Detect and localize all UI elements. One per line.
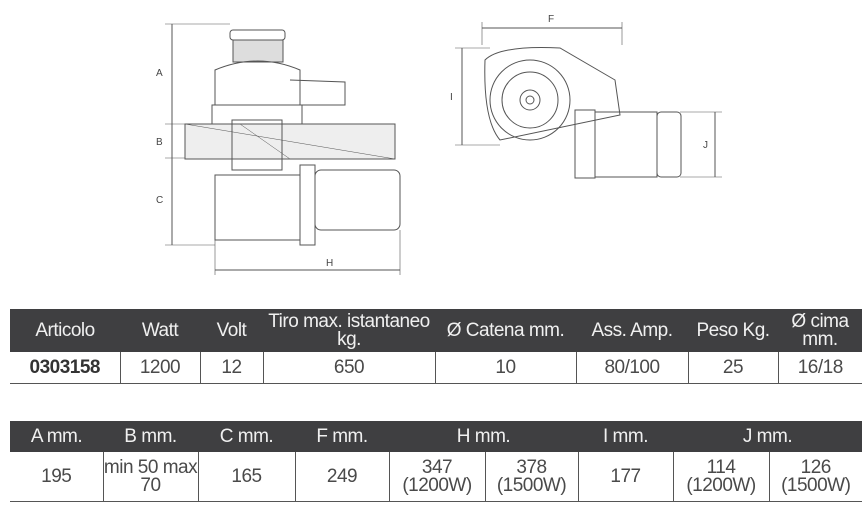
table-row: 195 min 50 max 70 165 249 347 (1200W) 37… <box>10 452 862 502</box>
cell-c: 165 <box>197 452 296 502</box>
dim-label-b: B <box>156 137 163 148</box>
cell-catena: 10 <box>434 352 577 384</box>
col-catena: Ø Catena mm. <box>435 309 576 352</box>
cell-peso: 25 <box>687 352 779 384</box>
cell-h-1500w: 378 (1500W) <box>484 452 579 502</box>
col-articolo: Articolo <box>10 309 120 352</box>
dim-label-a: A <box>156 68 163 79</box>
cell-volt: 12 <box>199 352 264 384</box>
col-watt: Watt <box>120 309 200 352</box>
cell-cima: 16/18 <box>777 352 862 384</box>
col-peso: Peso Kg. <box>688 309 778 352</box>
col-cima: Ø cima mm. <box>778 309 862 352</box>
cell-h-1200w: 347 (1200W) <box>388 452 486 502</box>
dim-label-f: F <box>548 14 554 25</box>
cell-j-1500w: 126 (1500W) <box>768 452 862 502</box>
dim-label-c: C <box>156 195 163 206</box>
specs-table: Articolo Watt Volt Tiro max. istantaneo … <box>10 309 862 384</box>
table-header: Articolo Watt Volt Tiro max. istantaneo … <box>10 309 862 352</box>
col-b: B mm. <box>103 421 198 452</box>
cell-f: 249 <box>294 452 390 502</box>
col-f: F mm. <box>295 421 389 452</box>
col-volt: Volt <box>200 309 263 352</box>
col-i: I mm. <box>578 421 673 452</box>
windlass-technical-drawing: A B C H F I J <box>156 14 722 275</box>
cell-tiro: 650 <box>262 352 436 384</box>
col-tiro: Tiro max. istantaneo kg. <box>263 309 435 352</box>
table-header: A mm. B mm. C mm. F mm. H mm. I mm. J mm… <box>10 421 862 452</box>
col-a: A mm. <box>10 421 103 452</box>
col-amp: Ass. Amp. <box>576 309 688 352</box>
dim-label-i: I <box>450 92 453 103</box>
table-row: 0303158 1200 12 650 10 80/100 25 16/18 <box>10 352 862 384</box>
cell-watt: 1200 <box>119 352 201 384</box>
front-view <box>455 22 722 179</box>
side-view <box>165 23 401 275</box>
col-j: J mm. <box>673 421 862 452</box>
dim-label-j: J <box>703 140 708 151</box>
dim-label-h: H <box>326 258 333 269</box>
col-c: C mm. <box>198 421 295 452</box>
cell-articolo: 0303158 <box>10 352 121 384</box>
cell-j-1200w: 114 (1200W) <box>672 452 770 502</box>
cell-i: 177 <box>577 452 674 502</box>
col-h: H mm. <box>389 421 578 452</box>
cell-a: 195 <box>10 452 104 502</box>
cell-b: min 50 max 70 <box>102 452 199 502</box>
dimensions-table: A mm. B mm. C mm. F mm. H mm. I mm. J mm… <box>10 421 862 502</box>
cell-amp: 80/100 <box>575 352 689 384</box>
